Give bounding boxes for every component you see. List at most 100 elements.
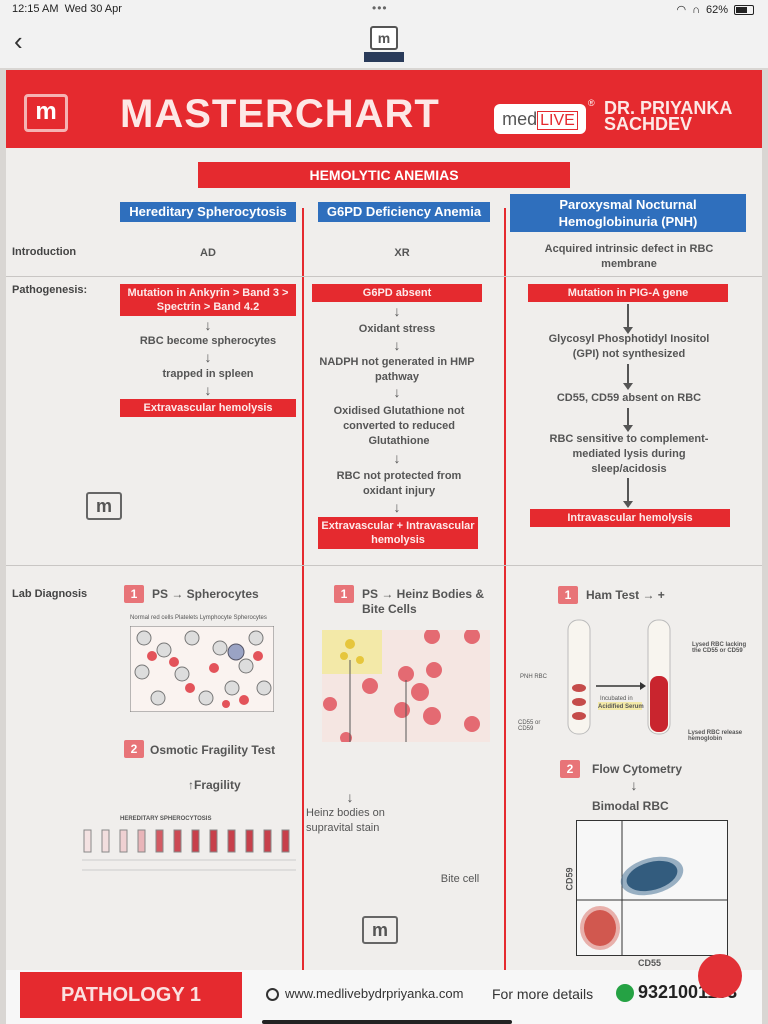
column-header-hs: Hereditary Spherocytosis <box>120 202 296 222</box>
hs-lab-osmotic-result: ↑Fragility <box>188 778 241 792</box>
wifi-icon: ◠ <box>676 4 687 16</box>
ham-label: Lysed RBC release hemoglobin <box>688 730 743 742</box>
row-divider <box>6 276 762 277</box>
pnh-path-step: Glycosyl Phosphotidyl Inositol (GPI) not… <box>548 333 710 360</box>
heinz-label: Heinz bodies on supravital stain <box>306 807 385 834</box>
hs-path-step: trapped in spleen <box>162 368 254 380</box>
back-button[interactable]: ‹ <box>14 28 23 54</box>
pnh-lab-flow-result: Bimodal RBC <box>592 799 669 813</box>
battery-icon <box>734 4 754 15</box>
hs-lab-ps: PS → Spherocytes <box>152 587 259 601</box>
watermark-logo: m <box>362 916 398 944</box>
heinz-bite-image <box>322 630 490 742</box>
more-details-text: For more details <box>492 986 594 1002</box>
down-arrow-icon <box>623 364 633 390</box>
tube-chart-title: HEREDITARY SPHEROCYTOSIS <box>120 816 212 822</box>
down-arrow-icon: ↓ <box>204 349 212 365</box>
app-nav-bar: ‹ m <box>0 20 768 68</box>
step-number: 2 <box>560 760 580 778</box>
doctor-name: DR. PRIYANKA SACHDEV <box>604 98 732 134</box>
g6pd-path-step: Oxidised Glutathione not converted to re… <box>333 405 465 447</box>
g6pd-path-step: Oxidant stress <box>358 323 436 335</box>
column-header-pnh: Paroxysmal Nocturnal Hemoglobinuria (PNH… <box>510 194 746 232</box>
row-label-lab-diagnosis: Lab Diagnosis <box>12 588 88 600</box>
pnh-path-step: CD55, CD59 absent on RBC <box>556 392 702 404</box>
pnh-path-step: RBC sensitive to complement-mediated lys… <box>549 433 709 475</box>
home-indicator[interactable] <box>262 1020 512 1024</box>
hs-path-step: Mutation in Ankyrin > Band 3 > Spectrin … <box>120 284 296 316</box>
ham-label: Acidified Serum <box>598 704 644 710</box>
pnh-lab-ham: Ham Test → + <box>586 588 665 602</box>
step-number: 1 <box>334 585 354 603</box>
app-logo-caption <box>364 52 404 62</box>
column-divider <box>302 208 304 970</box>
status-right: ◠ ∩ 62% <box>676 3 754 16</box>
column-divider <box>504 208 506 970</box>
registered-mark: ® <box>588 98 595 108</box>
status-time: 12:15 AM Wed 30 Apr <box>12 3 122 15</box>
ham-test-image <box>567 619 671 735</box>
pnh-path-step: Mutation in PIG-A gene <box>528 284 728 302</box>
intro-g6pd: XR <box>394 247 410 259</box>
globe-icon <box>266 988 279 1002</box>
ham-label: Incubated in <box>600 696 633 702</box>
status-bar: 12:15 AM Wed 30 Apr ••• ◠ ∩ 62% <box>0 0 768 20</box>
chart-footer: PATHOLOGY 1 www.medlivebydrpriyanka.com … <box>6 970 762 1024</box>
bite-cell-label: Bite cell <box>440 873 480 885</box>
hs-smear-image <box>130 626 274 712</box>
g6pd-path-step: RBC not protected from oxidant injury <box>336 470 462 497</box>
g6pd-path-step: NADPH not generated in HMP pathway <box>319 356 475 383</box>
row-label-introduction: Introduction <box>12 246 77 258</box>
row-divider <box>6 565 762 566</box>
down-arrow-icon: ↓ <box>630 777 638 793</box>
pnh-path-step: Intravascular hemolysis <box>530 509 730 527</box>
hs-path-step: RBC become spherocytes <box>139 335 277 347</box>
g6pd-path-step: G6PD absent <box>312 284 482 302</box>
website-link[interactable]: www.medlivebydrpriyanka.com <box>266 986 463 1002</box>
battery-percent: 62% <box>705 3 728 16</box>
hs-lab-osmotic: Osmotic Fragility Test <box>150 743 276 757</box>
whatsapp-icon <box>616 984 634 1003</box>
y-axis-label: CD59 <box>564 867 575 891</box>
column-header-g6pd: G6PD Deficiency Anemia <box>318 202 490 222</box>
g6pd-lab-ps: PS → Heinz Bodies & Bite Cells <box>362 587 485 616</box>
down-arrow-icon: ↓ <box>346 789 354 805</box>
ham-label: CD55 or CD59 <box>518 720 541 732</box>
chevron-left-icon: ‹ <box>14 26 23 56</box>
x-axis-label: CD55 <box>638 958 662 968</box>
row-label-pathogenesis: Pathogenesis: <box>12 284 88 296</box>
down-arrow-icon: ↓ <box>393 499 401 515</box>
pnh-lab-flow: Flow Cytometry <box>592 762 683 776</box>
down-arrow-icon: ↓ <box>393 450 401 466</box>
down-arrow-icon <box>623 478 633 508</box>
floating-action-button[interactable] <box>698 954 742 998</box>
g6pd-path-step: Extravascular + Intravascular hemolysis <box>318 517 478 549</box>
app-logo: m <box>370 26 398 50</box>
subject-badge: PATHOLOGY 1 <box>20 972 242 1018</box>
headphones-icon: ∩ <box>692 3 700 16</box>
multitask-dots-icon[interactable]: ••• <box>372 1 388 15</box>
chart-title: MASTERCHART <box>120 92 440 136</box>
intro-hs: AD <box>200 247 216 259</box>
hs-path-step: Extravascular hemolysis <box>120 399 296 417</box>
flow-cytometry-plot <box>576 820 728 956</box>
down-arrow-icon: ↓ <box>393 337 401 353</box>
smear-labels: Normal red cells Platelets Lymphocyte Sp… <box>130 615 267 621</box>
intro-pnh: Acquired intrinsic defect in RBC membran… <box>544 243 714 270</box>
down-arrow-icon <box>623 304 633 334</box>
down-arrow-icon <box>623 408 633 432</box>
ham-label: PNH RBC <box>520 674 548 680</box>
section-banner: HEMOLYTIC ANEMIAS <box>198 162 570 188</box>
ham-label: Lysed RBC lacking the CD55 or CD59 <box>692 642 747 654</box>
step-number: 2 <box>124 740 144 758</box>
chart-logo: m <box>24 94 68 132</box>
down-arrow-icon: ↓ <box>393 303 401 319</box>
down-arrow-icon: ↓ <box>204 317 212 333</box>
osmotic-tubes-image <box>82 829 296 871</box>
down-arrow-icon: ↓ <box>204 382 212 398</box>
down-arrow-icon: ↓ <box>393 384 401 400</box>
step-number: 1 <box>558 586 578 604</box>
step-number: 1 <box>124 585 144 603</box>
